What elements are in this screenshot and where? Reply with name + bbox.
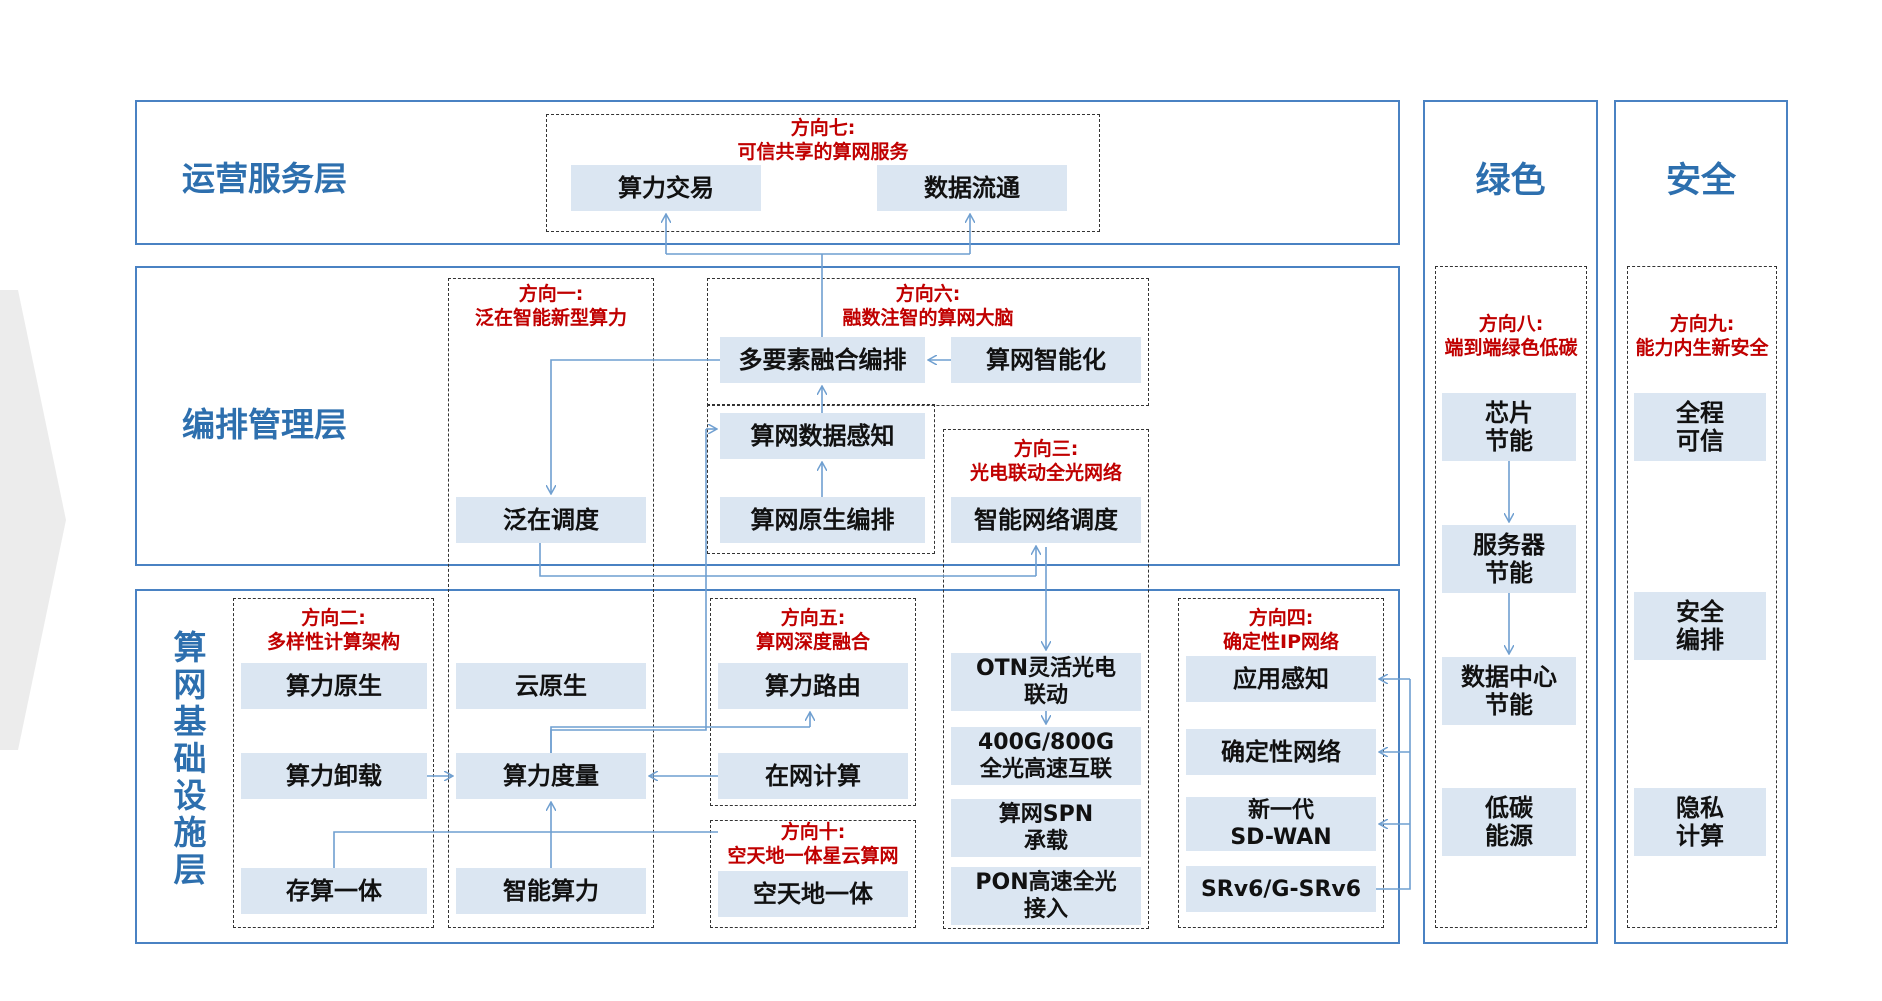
box-compute-trade: 算力交易 [571, 165, 761, 211]
direction-10-label: 方向十:空天地一体星云算网 [727, 821, 899, 867]
group-d3 [943, 429, 1149, 929]
box-space-air-ground: 空天地一体 [718, 871, 908, 917]
ops-layer-title: 运营服务层 [182, 159, 347, 198]
box-compute-measure: 算力度量 [456, 753, 646, 799]
box-chip-saving: 芯片 节能 [1442, 393, 1576, 461]
direction-8-label: 方向八:端到端绿色低碳 [1444, 313, 1578, 359]
orch-layer-title: 编排管理层 [182, 405, 347, 444]
box-compute-offload: 算力卸载 [241, 753, 427, 799]
group-d1 [448, 278, 654, 928]
group-d7 [546, 114, 1100, 232]
box-srv6: SRv6/G-SRv6 [1186, 866, 1376, 912]
box-smart-network-scheduling: 智能网络调度 [951, 497, 1141, 543]
box-app-aware: 应用感知 [1186, 656, 1376, 702]
box-pon: PON高速全光 接入 [951, 867, 1141, 925]
box-cloud-native: 云原生 [456, 663, 646, 709]
box-all-optical: 400G/800G 全光高速互联 [951, 727, 1141, 785]
box-data-flow: 数据流通 [877, 165, 1067, 211]
direction-6-label: 方向六:融数注智的算网大脑 [842, 283, 1014, 329]
security-column-title: 安全 [1665, 161, 1736, 201]
direction-1-label: 方向一:泛在智能新型算力 [474, 283, 627, 329]
box-server-saving: 服务器 节能 [1442, 525, 1576, 593]
direction-4-label: 方向四:确定性IP网络 [1223, 607, 1339, 653]
box-ai-compute: 智能算力 [456, 868, 646, 914]
group-d10 [710, 820, 916, 928]
group-d9 [1627, 266, 1777, 928]
group-d8 [1435, 266, 1587, 928]
chevron-decoration [0, 290, 66, 750]
box-net-native-orchestration: 算网原生编排 [720, 497, 925, 543]
box-net-intelligence: 算网智能化 [951, 337, 1141, 383]
box-in-network-compute: 在网计算 [718, 753, 908, 799]
box-spn: 算网SPN 承载 [951, 799, 1141, 857]
box-multi-factor-orchestration: 多要素融合编排 [720, 337, 925, 383]
box-ubiquitous-scheduling: 泛在调度 [456, 497, 646, 543]
green-column-title: 绿色 [1475, 161, 1546, 201]
box-net-data-sensing: 算网数据感知 [720, 413, 925, 459]
box-full-trust: 全程 可信 [1634, 393, 1766, 461]
group-d2 [233, 598, 434, 928]
box-deterministic-network: 确定性网络 [1186, 729, 1376, 775]
box-compute-native: 算力原生 [241, 663, 427, 709]
direction-3-label: 方向三:光电联动全光网络 [969, 438, 1122, 484]
direction-9-label: 方向九:能力内生新安全 [1635, 313, 1769, 359]
box-sd-wan: 新一代 SD-WAN [1186, 797, 1376, 851]
box-dc-saving: 数据中心 节能 [1442, 657, 1576, 725]
group-d5 [710, 598, 916, 806]
direction-5-label: 方向五:算网深度融合 [755, 607, 870, 653]
box-security-orchestration: 安全 编排 [1634, 592, 1766, 660]
box-privacy-compute: 隐私 计算 [1634, 788, 1766, 856]
box-compute-routing: 算力路由 [718, 663, 908, 709]
ops-layer [135, 100, 1400, 245]
infra-layer-title: 算网基础设施层 [168, 630, 207, 889]
direction-2-label: 方向二:多样性计算架构 [266, 607, 400, 653]
box-storage-compute: 存算一体 [241, 868, 427, 914]
box-otn: OTN灵活光电 联动 [951, 653, 1141, 711]
direction-7-label: 方向七:可信共享的算网服务 [737, 117, 909, 163]
box-low-carbon-energy: 低碳 能源 [1442, 788, 1576, 856]
